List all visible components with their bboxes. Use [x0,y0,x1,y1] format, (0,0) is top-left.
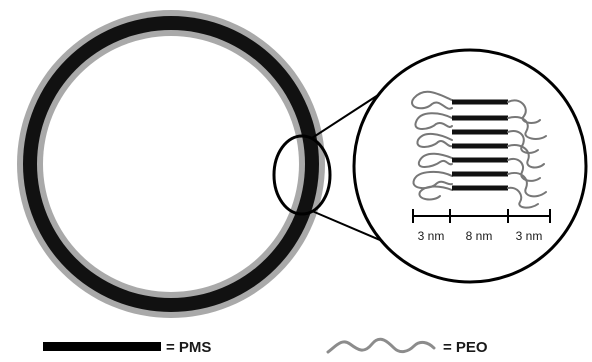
legend-peo-label: = PEO [443,339,488,356]
legend: = PMS = PEO [43,339,488,356]
magnified-membrane-circle [354,50,586,282]
legend-peo-swatch [328,339,434,352]
vesicle-lumen [43,36,299,292]
legend-pms-label: = PMS [166,339,211,356]
scale-label-right: 3 nm [516,229,543,243]
scale-label-middle: 8 nm [466,229,493,243]
vesicle [17,10,325,318]
scale-label-left: 3 nm [418,229,445,243]
legend-pms-swatch [43,342,161,351]
